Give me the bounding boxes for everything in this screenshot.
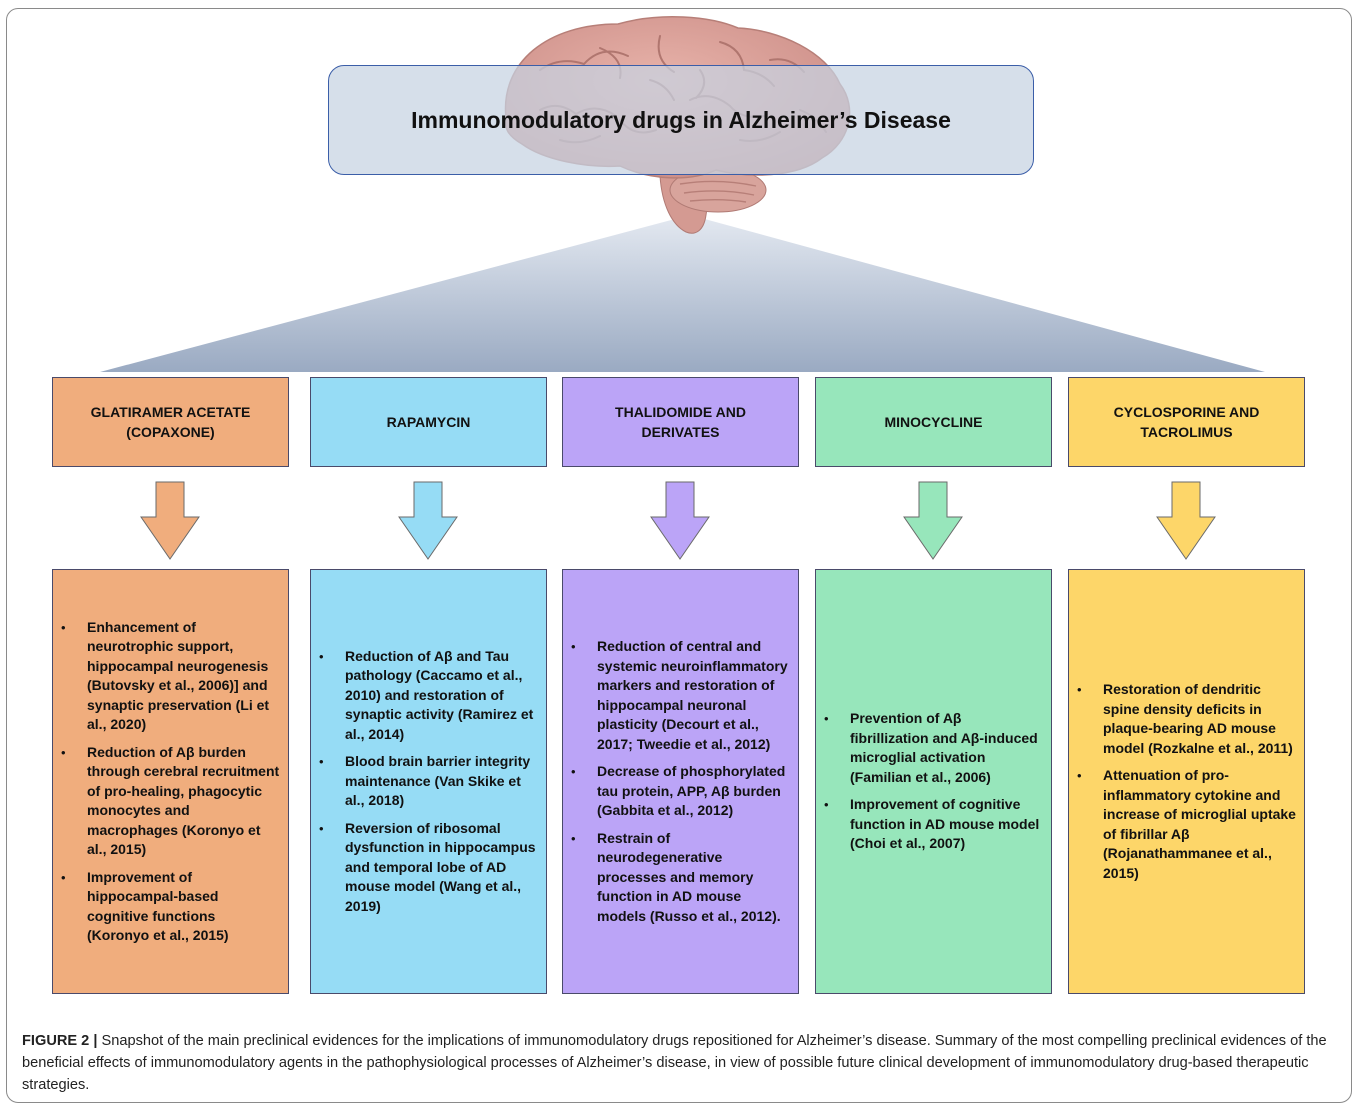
drug-header-box: THALIDOMIDE AND DERIVATES bbox=[562, 377, 799, 467]
evidence-text: Prevention of Aβ fibrillization and Aβ-i… bbox=[850, 710, 1038, 785]
bullet-icon: • bbox=[1077, 682, 1082, 697]
evidence-box: • Reduction of central and systemic neuro… bbox=[562, 569, 799, 994]
bullet-icon: • bbox=[319, 754, 324, 770]
evidence-item: • Reduction of Aβ and Tau pathology (Cacc… bbox=[317, 647, 538, 745]
bullet-icon: • bbox=[571, 639, 576, 654]
bullet-icon: • bbox=[824, 711, 829, 727]
evidence-item: • Reduction of central and systemic neuro… bbox=[569, 637, 790, 754]
drug-name: GLATIRAMER ACETATE (COPAXONE) bbox=[90, 404, 251, 440]
evidence-item: • Improvement of hippocampal-based cognit… bbox=[59, 868, 280, 946]
evidence-box: • Reduction of Aβ and Tau pathology (Cacc… bbox=[310, 569, 547, 994]
bullet-icon: • bbox=[61, 869, 66, 885]
drug-name: THALIDOMIDE AND DERIVATES bbox=[615, 404, 746, 440]
evidence-text: Restrain of neurodegenerative processes … bbox=[597, 829, 781, 924]
bullet-icon: • bbox=[571, 830, 576, 846]
evidence-text: Reversion of ribosomal dysfunction in hi… bbox=[345, 819, 536, 914]
bullet-icon: • bbox=[319, 820, 324, 836]
down-arrow-icon bbox=[140, 481, 200, 560]
drug-header-box: GLATIRAMER ACETATE (COPAXONE) bbox=[52, 377, 289, 467]
evidence-text: Attenuation of pro-inflammatory cytokine… bbox=[1103, 767, 1296, 881]
figure-caption: FIGURE 2 | Snapshot of the main preclini… bbox=[22, 1030, 1338, 1096]
evidence-item: • Prevention of Aβ fibrillization and Aβ-… bbox=[822, 709, 1043, 787]
title-box: Immunomodulatory drugs in Alzheimer’s Di… bbox=[328, 65, 1034, 175]
diagram-title: Immunomodulatory drugs in Alzheimer’s Di… bbox=[411, 106, 951, 133]
bullet-icon: • bbox=[824, 797, 829, 813]
drug-header-box: MINOCYCLINE bbox=[815, 377, 1052, 467]
evidence-item: • Enhancement of neurotrophic support, hi… bbox=[59, 618, 280, 735]
down-arrow-icon bbox=[903, 481, 963, 560]
evidence-text: Reduction of Aβ and Tau pathology (Cacca… bbox=[345, 647, 534, 742]
caption-label: FIGURE 2 | bbox=[22, 1033, 98, 1049]
evidence-text: Reduction of Aβ burden through cerebral … bbox=[87, 743, 280, 858]
down-arrow-icon bbox=[1156, 481, 1216, 560]
evidence-item: • Restrain of neurodegenerative processes… bbox=[569, 829, 790, 927]
evidence-box: • Prevention of Aβ fibrillization and Aβ-… bbox=[815, 569, 1052, 994]
figure-frame bbox=[6, 8, 1352, 1103]
bullet-icon: • bbox=[319, 648, 324, 664]
drug-name: CYCLOSPORINE AND TACROLIMUS bbox=[1113, 404, 1260, 440]
down-arrow-icon bbox=[650, 481, 710, 560]
evidence-text: Improvement of cognitive function in AD … bbox=[850, 796, 1040, 852]
evidence-text: Blood brain barrier integrity maintenanc… bbox=[345, 753, 531, 809]
evidence-text: Decrease of phosphorylated tau protein, … bbox=[597, 763, 786, 818]
evidence-item: • Reduction of Aβ burden through cerebral… bbox=[59, 743, 280, 860]
drug-header-box: CYCLOSPORINE AND TACROLIMUS bbox=[1068, 377, 1305, 467]
evidence-item: • Restoration of dendritic spine density … bbox=[1075, 680, 1296, 758]
caption-text: Snapshot of the main preclinical evidenc… bbox=[22, 1033, 1327, 1093]
evidence-text: Enhancement of neurotrophic support, hip… bbox=[87, 618, 270, 733]
bullet-icon: • bbox=[61, 744, 66, 760]
evidence-text: Reduction of central and systemic neuroi… bbox=[597, 638, 788, 752]
evidence-box: • Restoration of dendritic spine density … bbox=[1068, 569, 1305, 994]
evidence-text: Improvement of hippocampal-based cogniti… bbox=[87, 868, 229, 944]
drug-name: MINOCYCLINE bbox=[884, 414, 983, 430]
evidence-item: • Reversion of ribosomal dysfunction in h… bbox=[317, 819, 538, 917]
evidence-text: Restoration of dendritic spine density d… bbox=[1103, 681, 1293, 756]
evidence-item: • Decrease of phosphorylated tau protein,… bbox=[569, 762, 790, 821]
evidence-item: • Improvement of cognitive function in AD… bbox=[822, 795, 1043, 854]
evidence-item: • Blood brain barrier integrity maintenan… bbox=[317, 752, 538, 811]
spread-triangle bbox=[100, 215, 1265, 372]
drug-header-box: RAPAMYCIN bbox=[310, 377, 547, 467]
down-arrow-icon bbox=[398, 481, 458, 560]
bullet-icon: • bbox=[571, 764, 576, 779]
evidence-box: • Enhancement of neurotrophic support, hi… bbox=[52, 569, 289, 994]
drug-name: RAPAMYCIN bbox=[386, 414, 471, 430]
evidence-item: • Attenuation of pro-inflammatory cytokin… bbox=[1075, 766, 1296, 883]
bullet-icon: • bbox=[61, 619, 66, 635]
bullet-icon: • bbox=[1077, 768, 1082, 783]
